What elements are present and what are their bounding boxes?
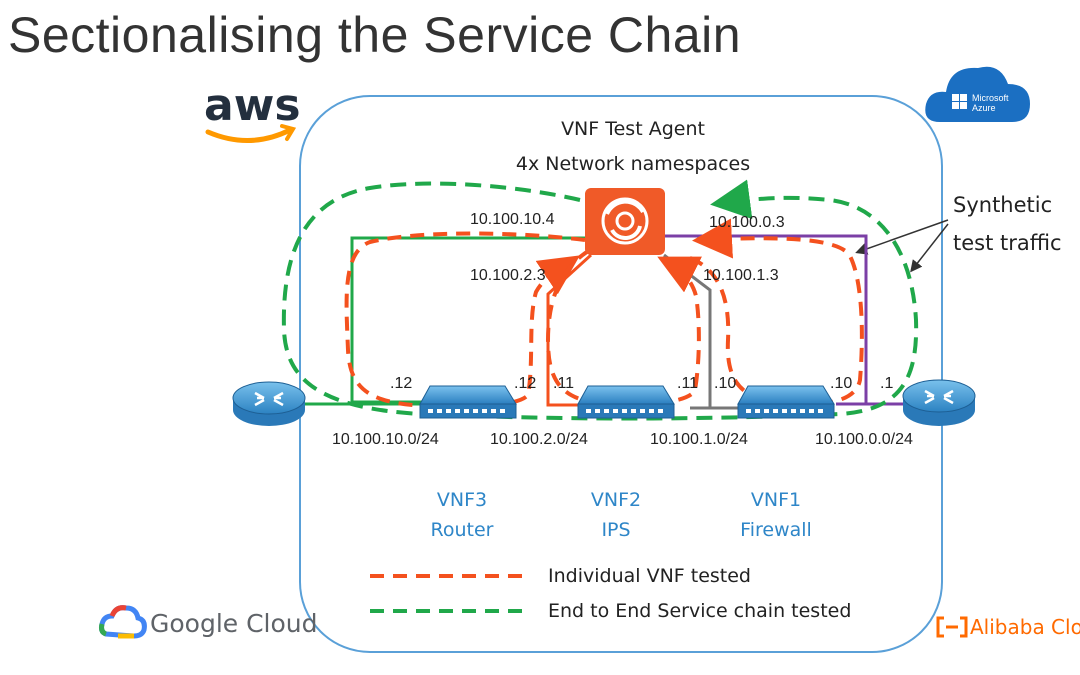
vnf3-test-path [344, 231, 586, 409]
svg-text:aws: aws [204, 80, 301, 131]
legend-individual-label: Individual VNF tested [548, 565, 751, 587]
vnf3-label: VNF3 [437, 489, 487, 511]
vnf1-switch-icon [737, 385, 835, 419]
subnet-label: 10.100.0.0/24 [815, 431, 913, 448]
synthetic-arrow-green [910, 223, 949, 273]
svg-text:Alibaba Clou: Alibaba Clou [970, 615, 1080, 639]
synthetic-arrow-orange [855, 219, 949, 255]
page-title: Sectionalising the Service Chain [8, 7, 742, 63]
svg-text:Azure: Azure [972, 103, 996, 113]
synthetic-traffic-label-2: test traffic [953, 231, 1062, 255]
ip-vnf3-right: .12 [514, 375, 536, 392]
agent-label: VNF Test Agent [561, 118, 705, 140]
vnf3-role: Router [431, 519, 494, 541]
agent-namespaces-label: 4x Network namespaces [516, 153, 750, 175]
google-cloud-logo: Google Cloud [99, 605, 318, 639]
ip-agent-right-bottom: 10.100.1.3 [703, 267, 779, 284]
svg-text:Google Cloud: Google Cloud [150, 609, 318, 638]
right-router-icon [902, 379, 976, 426]
vnf-test-agent-icon [585, 188, 665, 255]
vnf3-switch-icon [419, 385, 517, 419]
ip-router-right: .1 [880, 375, 893, 392]
ip-agent-left-top: 10.100.10.4 [470, 211, 555, 228]
azure-logo: Microsoft Azure [925, 66, 1030, 122]
ip-agent-left-bottom: 10.100.2.3 [470, 267, 546, 284]
subnet-label: 10.100.2.0/24 [490, 431, 588, 448]
vnf2-label: VNF2 [591, 489, 641, 511]
aws-logo: aws [204, 80, 301, 143]
ip-vnf1-left: .10 [714, 375, 736, 392]
svg-text:Microsoft: Microsoft [972, 93, 1009, 103]
synthetic-traffic-label-1: Synthetic [953, 193, 1052, 217]
ip-vnf3-left: .12 [390, 375, 412, 392]
subnet-label: 10.100.1.0/24 [650, 431, 748, 448]
subnet-label: 10.100.10.0/24 [332, 431, 439, 448]
link-purple-vnf1 [665, 234, 910, 406]
ip-vnf2-left: .11 [553, 375, 574, 392]
vnf1-label: VNF1 [751, 489, 801, 511]
left-router-icon [232, 381, 306, 426]
vnf2-role: IPS [601, 519, 630, 541]
ip-agent-right-top: 10.100.0.3 [709, 214, 785, 231]
vnf2-switch-icon [577, 385, 675, 419]
legend: Individual VNF tested End to End Service… [370, 565, 851, 622]
vnf1-role: Firewall [740, 519, 812, 541]
legend-end-to-end-label: End to End Service chain tested [548, 600, 851, 622]
cloud-boundary [299, 95, 943, 653]
alibaba-logo: Alibaba Clou [936, 615, 1080, 639]
end-to-end-test-path [281, 179, 919, 421]
ip-vnf2-right: .11 [677, 375, 698, 392]
ip-vnf1-right: .10 [830, 375, 852, 392]
vnf1-test-path [689, 218, 864, 407]
link-green-vnf3 [350, 236, 585, 404]
